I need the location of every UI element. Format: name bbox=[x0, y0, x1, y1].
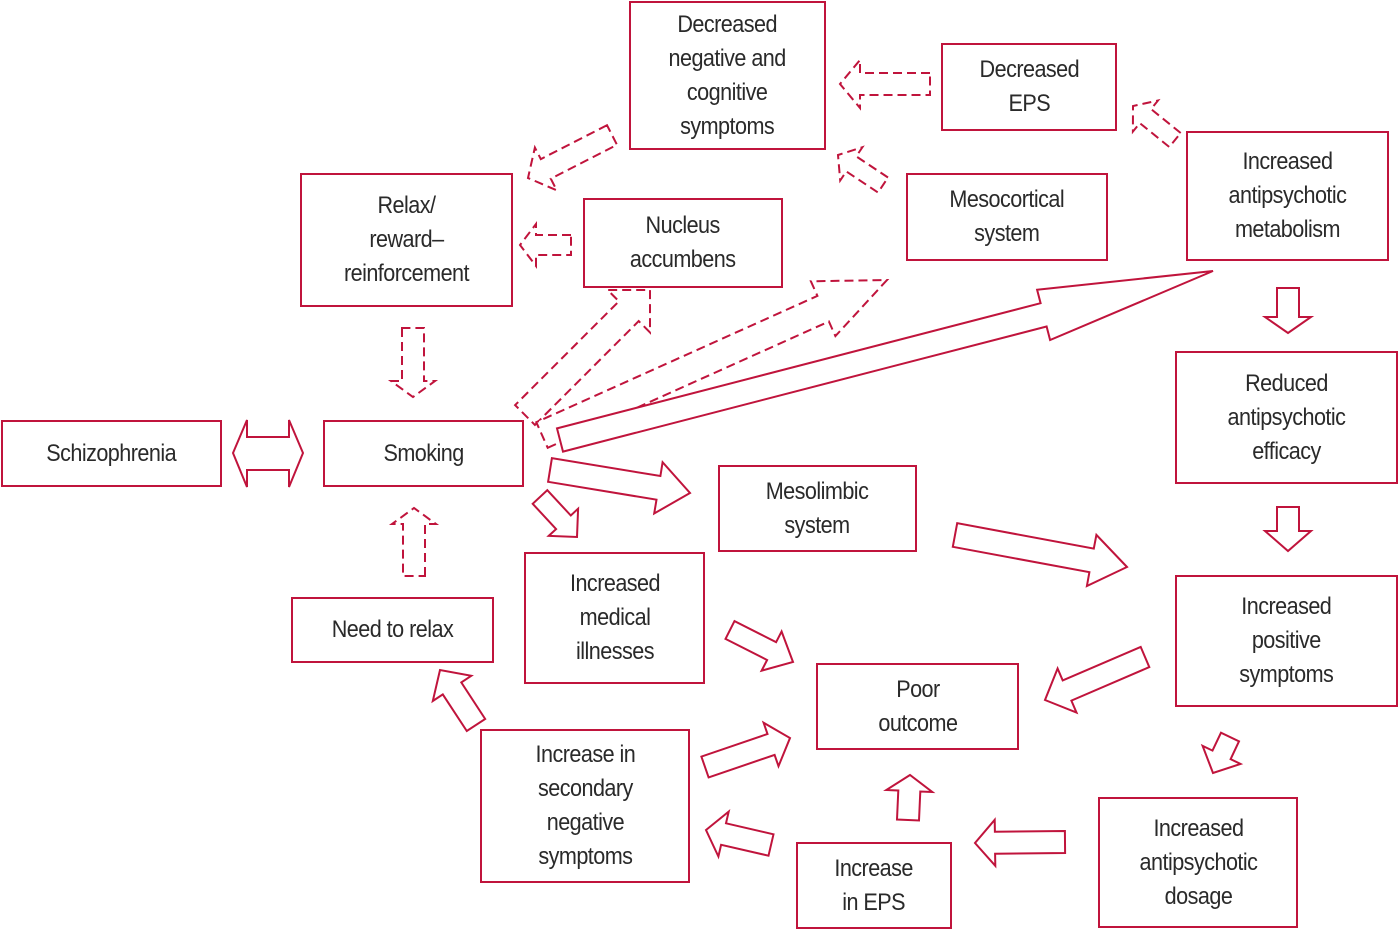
arrow-smoking-to-mesocortical-system bbox=[534, 278, 890, 450]
node-label: Increased medical illnesses bbox=[569, 570, 661, 665]
arrow-smoking-to-increased-medical-illnesses bbox=[531, 488, 580, 539]
node-label: Relax/ reward– reinforcement bbox=[343, 192, 470, 287]
node-decreased-eps: Decreased EPS bbox=[941, 43, 1117, 131]
node-label: Increased positive symptoms bbox=[1239, 593, 1334, 688]
node-increased-antipsychotic-metabolism: Increased antipsychotic metabolism bbox=[1186, 131, 1389, 261]
arrow-increase-in-eps-to-increase-secondary-negative bbox=[704, 808, 775, 860]
arrow-increased-positive-symptoms-to-increased-antipsychotic-dosage bbox=[1200, 731, 1244, 775]
arrow-reduced-antipsychotic-efficacy-to-increased-positive-symptoms bbox=[1262, 506, 1314, 553]
node-label: Mesolimbic system bbox=[766, 477, 869, 539]
node-label: Increased antipsychotic dosage bbox=[1139, 814, 1257, 910]
node-relax-reward: Relax/ reward– reinforcement bbox=[300, 173, 513, 307]
node-increase-in-eps: Increase in EPS bbox=[796, 842, 952, 929]
node-label: Decreased EPS bbox=[979, 56, 1079, 117]
node-mesocortical-system: Mesocortical system bbox=[906, 173, 1108, 261]
node-label: Smoking bbox=[383, 439, 464, 467]
arrow-smoking-to-nucleus-accumbens bbox=[513, 289, 651, 427]
node-decreased-negative-cognitive: Decreased negative and cognitive symptom… bbox=[629, 1, 826, 150]
node-label: Need to relax bbox=[331, 616, 454, 643]
node-label: Nucleus accumbens bbox=[630, 212, 736, 273]
arrow-increase-in-eps-to-poor-outcome bbox=[883, 773, 936, 822]
node-schizophrenia: Schizophrenia bbox=[1, 420, 222, 487]
arrow-mesolimbic-system-to-increased-positive-symptoms bbox=[951, 522, 1129, 588]
node-label: Schizophrenia bbox=[46, 439, 177, 467]
arrow-increased-antipsychotic-metabolism-to-decreased-eps bbox=[1131, 98, 1183, 149]
arrow-nucleus-accumbens-to-relax-reward bbox=[518, 221, 572, 269]
arrow-increased-medical-illnesses-to-poor-outcome bbox=[724, 619, 795, 673]
arrow-increased-antipsychotic-dosage-to-increase-in-eps bbox=[973, 817, 1067, 869]
arrow-increase-secondary-negative-to-need-to-relax bbox=[431, 668, 487, 733]
node-label: Decreased negative and cognitive symptom… bbox=[668, 10, 787, 140]
node-need-to-relax: Need to relax bbox=[291, 597, 494, 663]
node-reduced-antipsychotic-efficacy: Reduced antipsychotic efficacy bbox=[1175, 351, 1398, 484]
arrow-schizophrenia-to-smoking bbox=[231, 419, 305, 488]
arrow-increase-secondary-negative-to-poor-outcome bbox=[700, 720, 792, 779]
node-poor-outcome: Poor outcome bbox=[816, 663, 1019, 750]
arrow-smoking-to-increased-antipsychotic-metabolism bbox=[555, 270, 1214, 453]
node-label: Reduced antipsychotic efficacy bbox=[1227, 369, 1346, 465]
node-nucleus-accumbens: Nucleus accumbens bbox=[583, 198, 783, 288]
arrow-decreased-negative-cognitive-to-relax-reward bbox=[526, 123, 619, 193]
arrow-need-to-relax-to-smoking bbox=[388, 506, 440, 577]
node-increased-antipsychotic-dosage: Increased antipsychotic dosage bbox=[1098, 797, 1298, 928]
node-label: Poor outcome bbox=[877, 675, 958, 737]
arrow-mesocortical-system-to-decreased-negative-cognitive bbox=[836, 145, 890, 194]
node-smoking: Smoking bbox=[323, 420, 524, 487]
node-increased-medical-illnesses: Increased medical illnesses bbox=[524, 552, 705, 684]
arrow-increased-positive-symptoms-to-poor-outcome bbox=[1043, 645, 1151, 715]
arrow-smoking-to-mesolimbic-system bbox=[546, 457, 692, 516]
node-label: Increase in secondary negative symptoms bbox=[535, 741, 635, 870]
arrow-relax-reward-to-smoking bbox=[387, 327, 439, 399]
node-mesolimbic-system: Mesolimbic system bbox=[718, 465, 917, 552]
node-increase-secondary-negative: Increase in secondary negative symptoms bbox=[480, 729, 690, 883]
arrow-decreased-eps-to-decreased-negative-cognitive bbox=[838, 57, 931, 111]
node-label: Increase in EPS bbox=[834, 854, 914, 916]
node-increased-positive-symptoms: Increased positive symptoms bbox=[1175, 575, 1398, 707]
arrow-increased-antipsychotic-metabolism-to-reduced-antipsychotic-efficacy bbox=[1261, 287, 1315, 335]
node-label: Mesocortical system bbox=[949, 186, 1065, 247]
node-label: Increased antipsychotic metabolism bbox=[1228, 148, 1347, 243]
